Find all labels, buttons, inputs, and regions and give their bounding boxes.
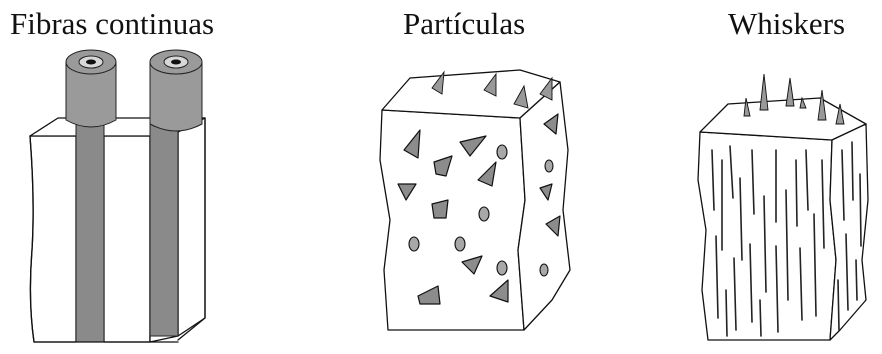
particles-illustration (380, 70, 570, 330)
whiskers-illustration (698, 74, 868, 340)
continuous-fibers-illustration (30, 50, 205, 342)
